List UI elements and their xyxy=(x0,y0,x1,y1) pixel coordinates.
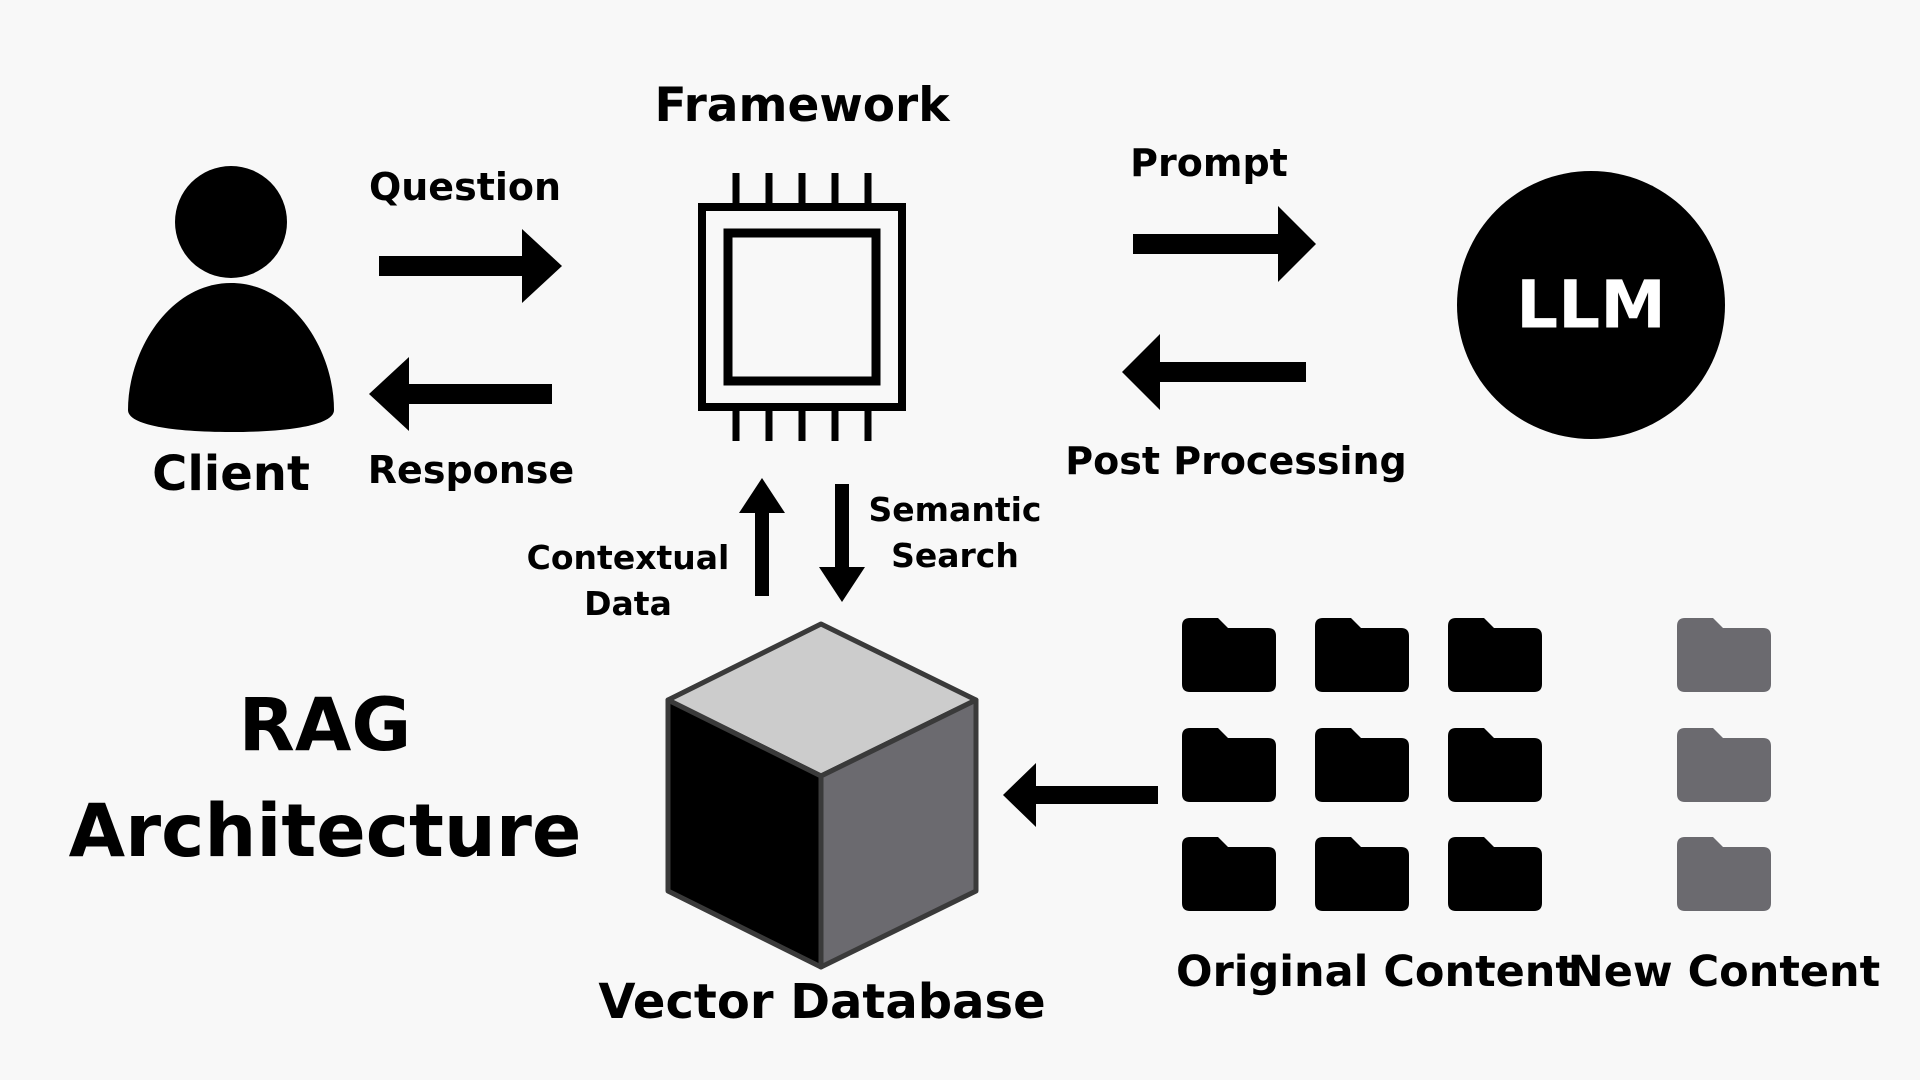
ingest-arrow xyxy=(1003,763,1158,827)
folder-icon xyxy=(1182,728,1276,802)
post-processing-label: Post Processing xyxy=(1065,439,1407,483)
original-content-label: Original Content xyxy=(1176,947,1576,997)
folder-icon xyxy=(1315,837,1409,911)
folder-icon xyxy=(1315,728,1409,802)
response-arrow xyxy=(369,357,552,431)
semantic-search-arrow xyxy=(819,484,865,602)
post-processing-arrow xyxy=(1122,334,1306,410)
folder-icon xyxy=(1448,728,1542,802)
prompt-label: Prompt xyxy=(1130,141,1288,185)
cube-icon xyxy=(665,621,979,970)
framework-label: Framework xyxy=(654,78,950,133)
semantic-search-line-2: Search xyxy=(891,535,1019,575)
new-content-label: New Content xyxy=(1567,947,1881,997)
contextual-data-line-2: Data xyxy=(584,583,672,623)
contextual-data-label: Contextual Data xyxy=(527,535,730,626)
folder-icon xyxy=(1182,618,1276,692)
response-label: Response xyxy=(367,448,575,492)
person-icon xyxy=(128,166,334,432)
folder-icon xyxy=(1182,837,1276,911)
title-line-1: RAG xyxy=(238,683,412,768)
original-content-folders xyxy=(1182,618,1542,911)
folder-icon xyxy=(1677,618,1771,692)
semantic-search-line-1: Semantic xyxy=(868,490,1042,529)
folder-icon xyxy=(1677,837,1771,911)
client-label: Client xyxy=(152,446,310,502)
question-arrow xyxy=(379,229,562,303)
llm-circle xyxy=(1457,171,1725,439)
folder-icon xyxy=(1677,728,1771,802)
prompt-arrow xyxy=(1133,206,1316,282)
contextual-data-arrow xyxy=(739,478,785,596)
contextual-data-line-1: Contextual xyxy=(526,538,730,577)
folder-icon xyxy=(1315,618,1409,692)
question-label: Question xyxy=(368,165,562,209)
folder-icon xyxy=(1448,837,1542,911)
new-content-folders xyxy=(1677,618,1771,911)
vector-database-label: Vector Database xyxy=(598,974,1046,1030)
semantic-search-label: Semantic Search xyxy=(869,487,1042,578)
llm-label: LLM xyxy=(1516,266,1666,344)
title-line-2: Architecture xyxy=(68,789,582,874)
folder-icon xyxy=(1448,618,1542,692)
